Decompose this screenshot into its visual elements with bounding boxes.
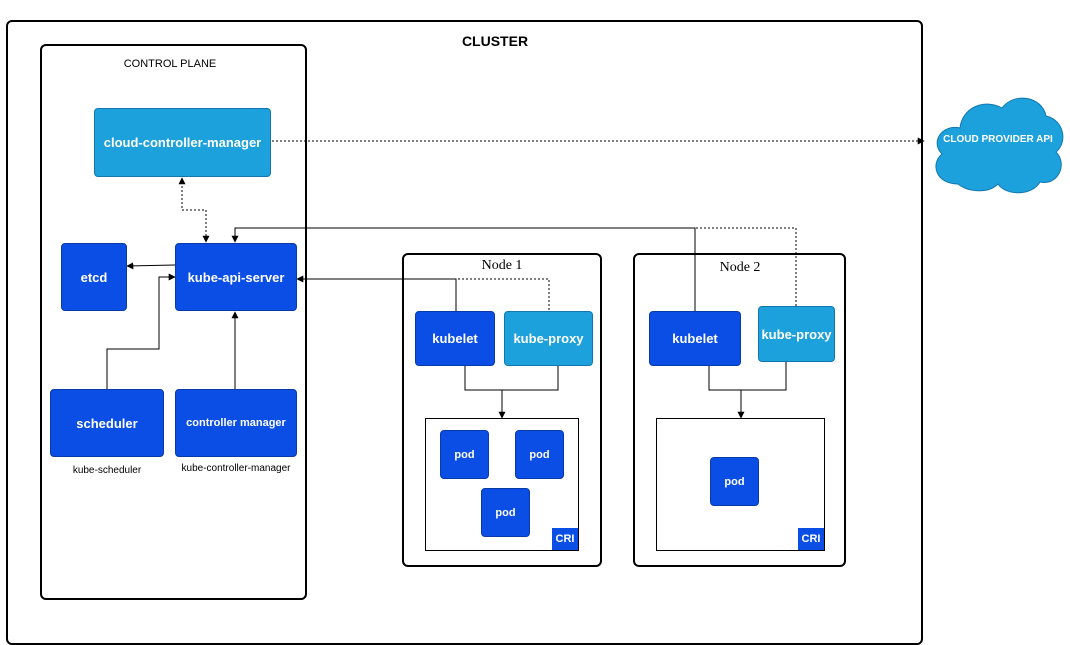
control-plane-title: CONTROL PLANE [123, 58, 217, 70]
node1-kubelet-bracket [464, 366, 559, 391]
cloud-provider-icon[interactable] [928, 88, 1068, 198]
node-2-kube-proxy-box[interactable]: kube-proxy [758, 306, 835, 362]
scheduler-caption: kube-scheduler [72, 465, 142, 476]
ccm-api-link [178, 177, 210, 243]
node-2-title: Node 2 [719, 260, 761, 275]
node-2-cri-label: CRI [798, 528, 824, 550]
node2-kubelet-bracket [708, 362, 787, 391]
api-etcd-link [126, 262, 176, 270]
cloud-provider-label: CLOUD PROVIDER API [943, 134, 1053, 145]
node-1-cri-label: CRI [552, 528, 578, 550]
node-1-kube-proxy-box[interactable]: kube-proxy [504, 311, 593, 366]
cloud-controller-manager-box[interactable]: cloud-controller-manager [94, 108, 271, 177]
cluster-title: CLUSTER [461, 33, 529, 49]
node-1-pod-1[interactable]: pod [440, 430, 489, 479]
node1-proxy-api-link [456, 278, 550, 310]
node-1-title: Node 1 [481, 258, 523, 273]
node1-kubelet-api-link [296, 275, 457, 311]
controller-manager-box[interactable]: controller manager [175, 389, 297, 457]
node-1-kubelet-box[interactable]: kubelet [415, 311, 495, 366]
etcd-box[interactable]: etcd [61, 243, 127, 311]
connector-lines [106, 137, 925, 419]
scheduler-box[interactable]: scheduler [50, 389, 164, 457]
node-1-pod-2[interactable]: pod [515, 430, 564, 479]
node-1-pod-3[interactable]: pod [481, 488, 530, 537]
scheduler-api-link [106, 273, 176, 389]
kube-api-server-box[interactable]: kube-api-server [175, 243, 297, 311]
node2-kubelet-api-link [231, 227, 696, 311]
node2-proxy-api-link [695, 227, 797, 306]
controller-manager-caption: kube-controller-manager [181, 463, 291, 474]
node-2-pod-1[interactable]: pod [710, 457, 759, 506]
node-2-kubelet-box[interactable]: kubelet [649, 311, 741, 366]
